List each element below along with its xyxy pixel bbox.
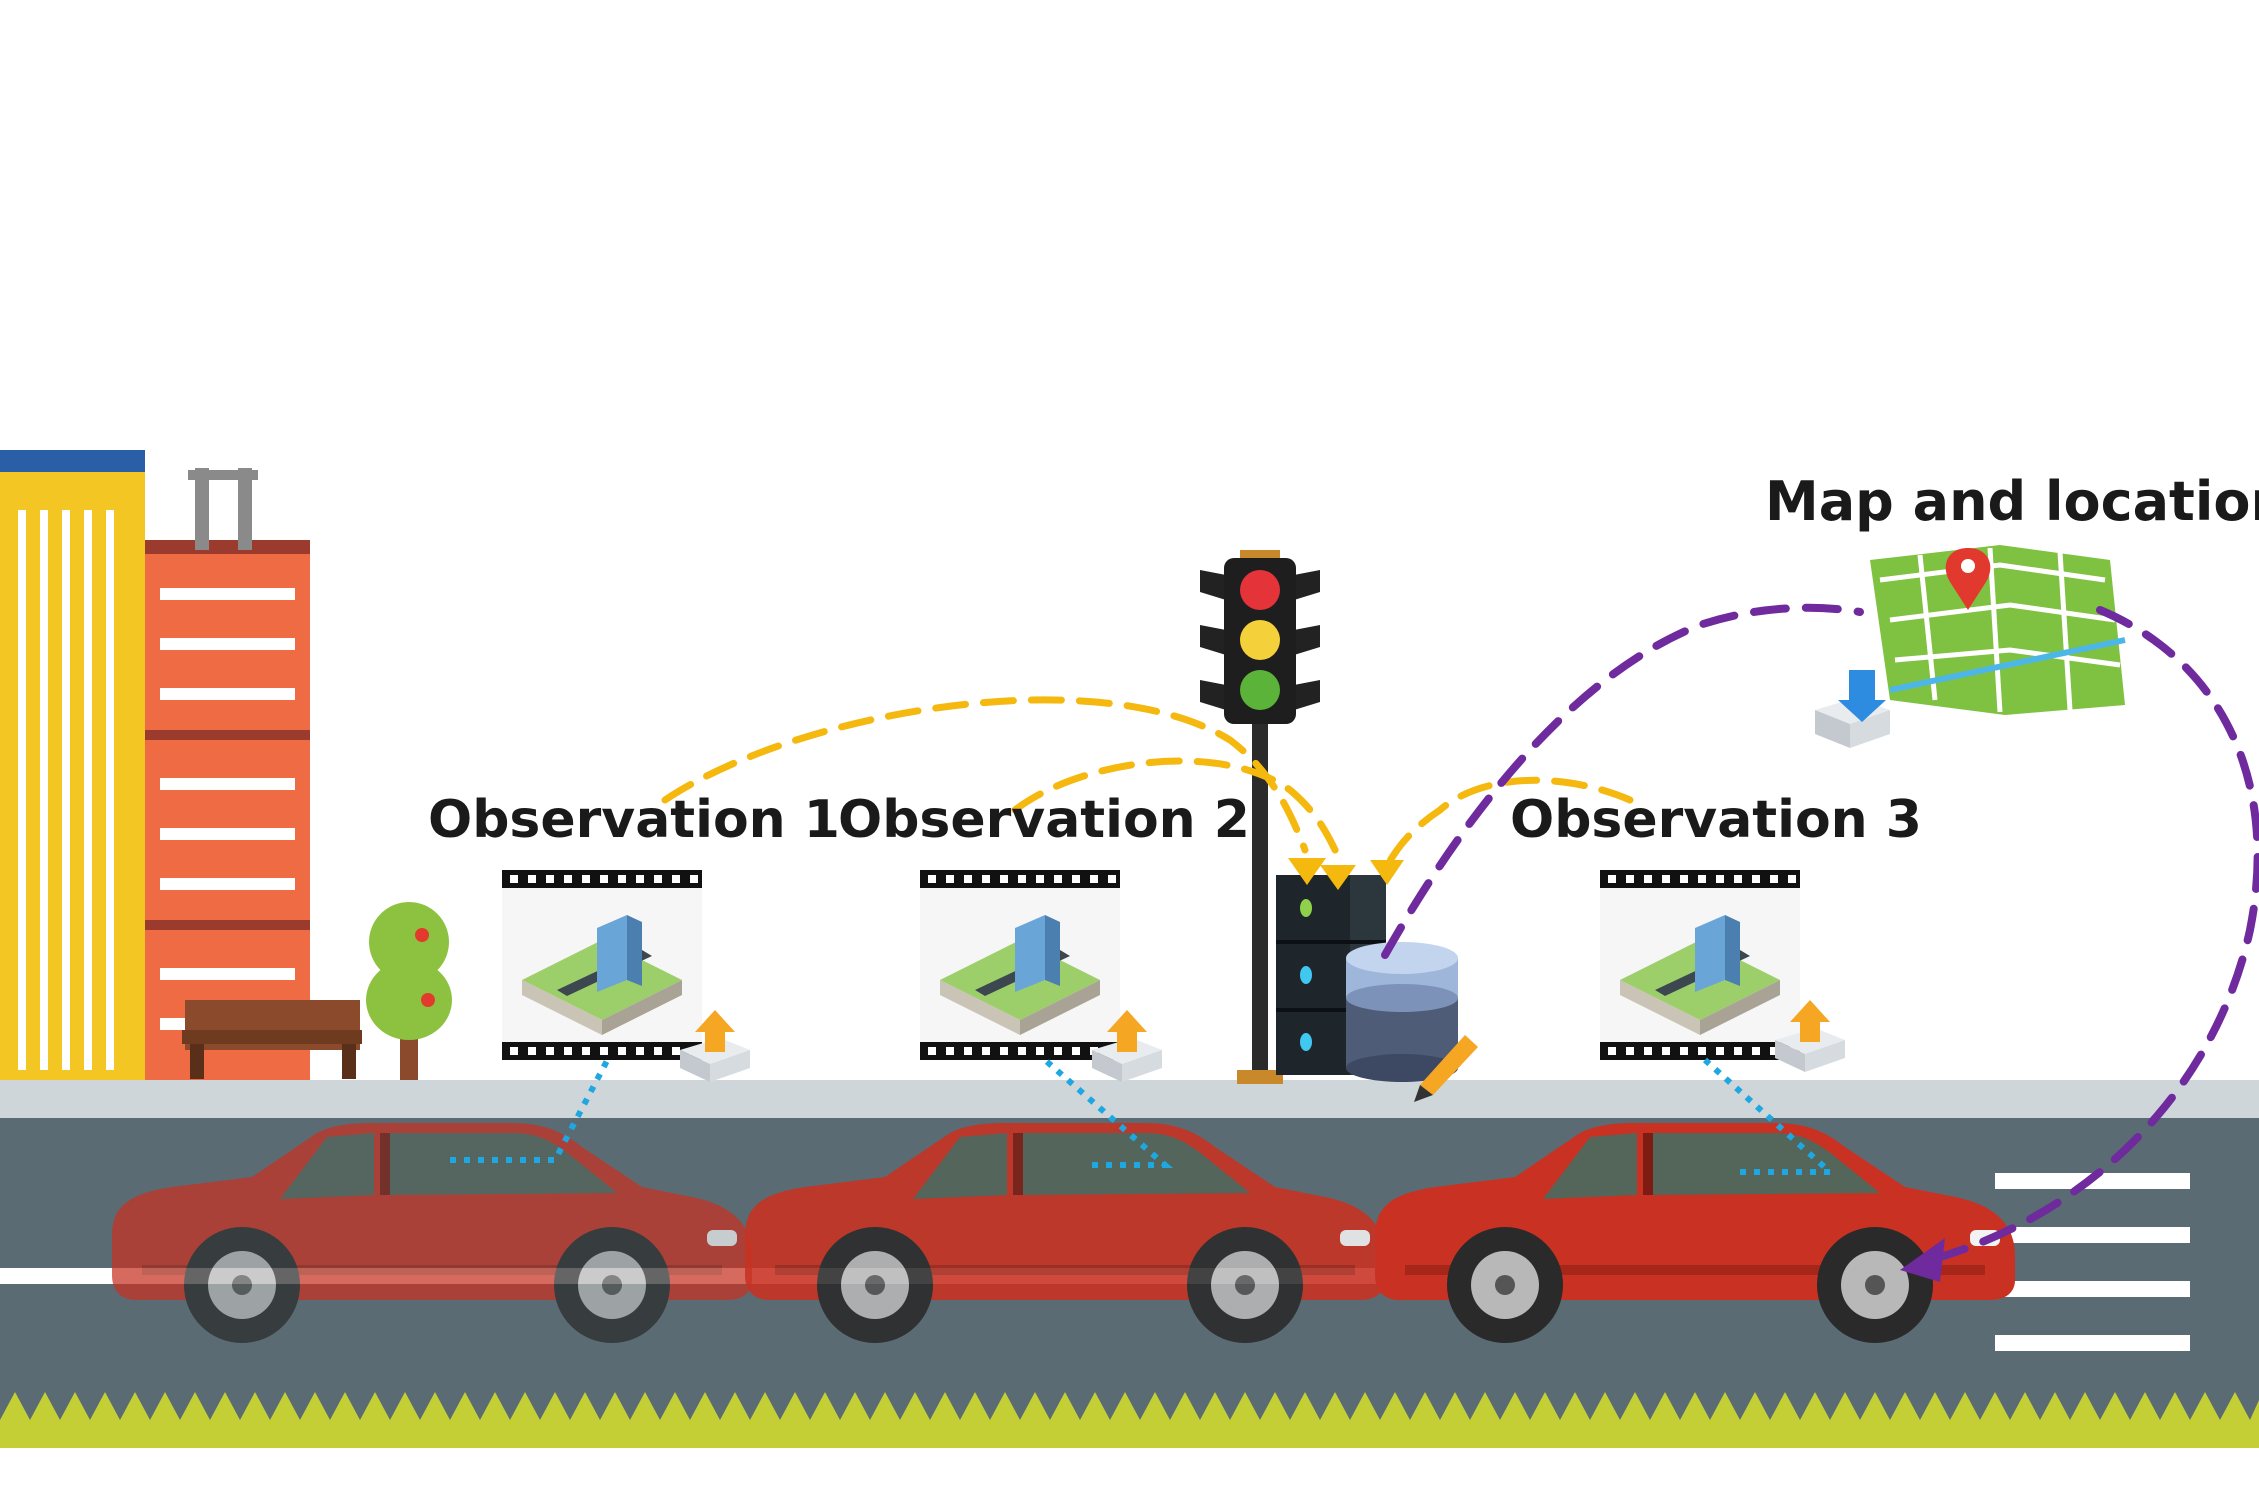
building-icon xyxy=(0,450,310,1080)
observation-arrows xyxy=(661,696,1634,874)
observation-link-lines xyxy=(450,1053,1838,1175)
traffic-light-icon xyxy=(1200,550,1320,1084)
map-pin-icon xyxy=(1945,548,1991,610)
arrow-head-icon xyxy=(1900,1238,1945,1282)
map-and-location-label: Map and location xyxy=(1765,470,2259,533)
map-location-arrows xyxy=(1381,603,2259,1264)
observation-3-label: Observation 3 xyxy=(1510,790,1922,850)
observation-1-label: Observation 1 xyxy=(428,790,840,850)
observation-2-image xyxy=(920,870,1162,1082)
arrow-head-icon xyxy=(1288,858,1404,890)
bench-icon xyxy=(182,1000,362,1079)
crosswalk xyxy=(1995,1173,2190,1351)
observation-2-label: Observation 2 xyxy=(838,790,1250,850)
observation-3-image xyxy=(1600,870,1845,1072)
observation-1-image xyxy=(502,870,750,1082)
map-icon xyxy=(1870,545,2126,715)
grass-strip xyxy=(0,1388,2259,1448)
sidewalk xyxy=(0,1080,2259,1120)
download-icon xyxy=(1815,670,1890,748)
database-icon xyxy=(1346,942,1478,1102)
tree-icon xyxy=(366,902,452,1082)
